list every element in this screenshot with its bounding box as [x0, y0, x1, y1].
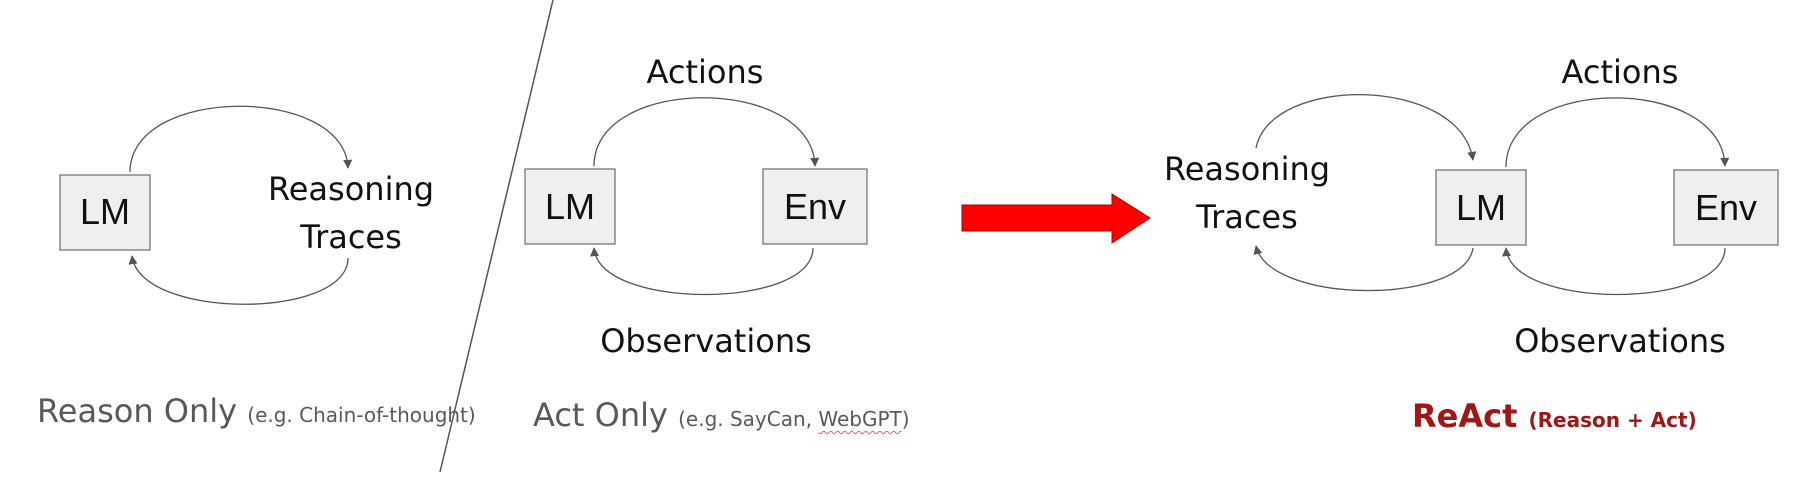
react-traces-label-line1: Reasoning — [1163, 150, 1331, 188]
act-caption-sub-prefix: (e.g. SayCan, — [678, 407, 819, 431]
react-actions-arrow — [1505, 97, 1730, 168]
act-lm-box — [524, 168, 616, 245]
react-traces-label-line2: Traces — [1196, 198, 1298, 236]
act-lm-label: LM — [544, 186, 595, 227]
reason-arrow-to-lm — [128, 255, 349, 305]
act-caption-sub-suffix: ) — [901, 407, 910, 431]
reason-arrow-to-traces — [129, 105, 353, 173]
reason-traces-label-line1: Reasoning — [267, 170, 435, 208]
reason-traces-label-line2: Traces — [300, 218, 402, 256]
react-reasoning-arrow-to-lm — [1255, 94, 1477, 161]
react-lm-box — [1435, 169, 1527, 246]
act-caption: Act Only (e.g. SayCan, WebGPT) — [533, 396, 910, 434]
react-env-label: Env — [1694, 187, 1758, 228]
react-caption: ReAct (Reason + Act) — [1412, 397, 1697, 435]
react-observations-label: Observations — [1514, 322, 1726, 360]
react-env-box — [1673, 169, 1779, 246]
reason-lm-label: LM — [79, 191, 130, 232]
act-caption-sub-webgpt: WebGPT — [818, 407, 902, 431]
act-caption-main: Act Only — [533, 396, 668, 434]
react-caption-sub: (Reason + Act) — [1528, 408, 1697, 432]
reason-lm-box — [59, 174, 151, 251]
act-observations-arrow — [590, 247, 814, 296]
act-env-label: Env — [783, 186, 847, 227]
react-actions-label: Actions — [1561, 53, 1679, 91]
react-observations-arrow — [1502, 247, 1726, 296]
react-lm-label: LM — [1455, 187, 1506, 228]
react-lm-arrow-to-traces — [1253, 245, 1474, 292]
act-env-box — [762, 168, 868, 245]
reason-caption-sub: (e.g. Chain-of-thought) — [247, 403, 476, 427]
act-actions-arrow — [593, 97, 820, 167]
reason-caption-main: Reason Only — [37, 392, 238, 430]
act-observations-label: Observations — [600, 322, 812, 360]
transition-arrow — [961, 193, 1151, 244]
panel-divider — [439, 0, 554, 473]
react-caption-main: ReAct — [1412, 397, 1518, 435]
act-actions-label: Actions — [646, 53, 764, 91]
reason-caption: Reason Only (e.g. Chain-of-thought) — [37, 392, 476, 430]
